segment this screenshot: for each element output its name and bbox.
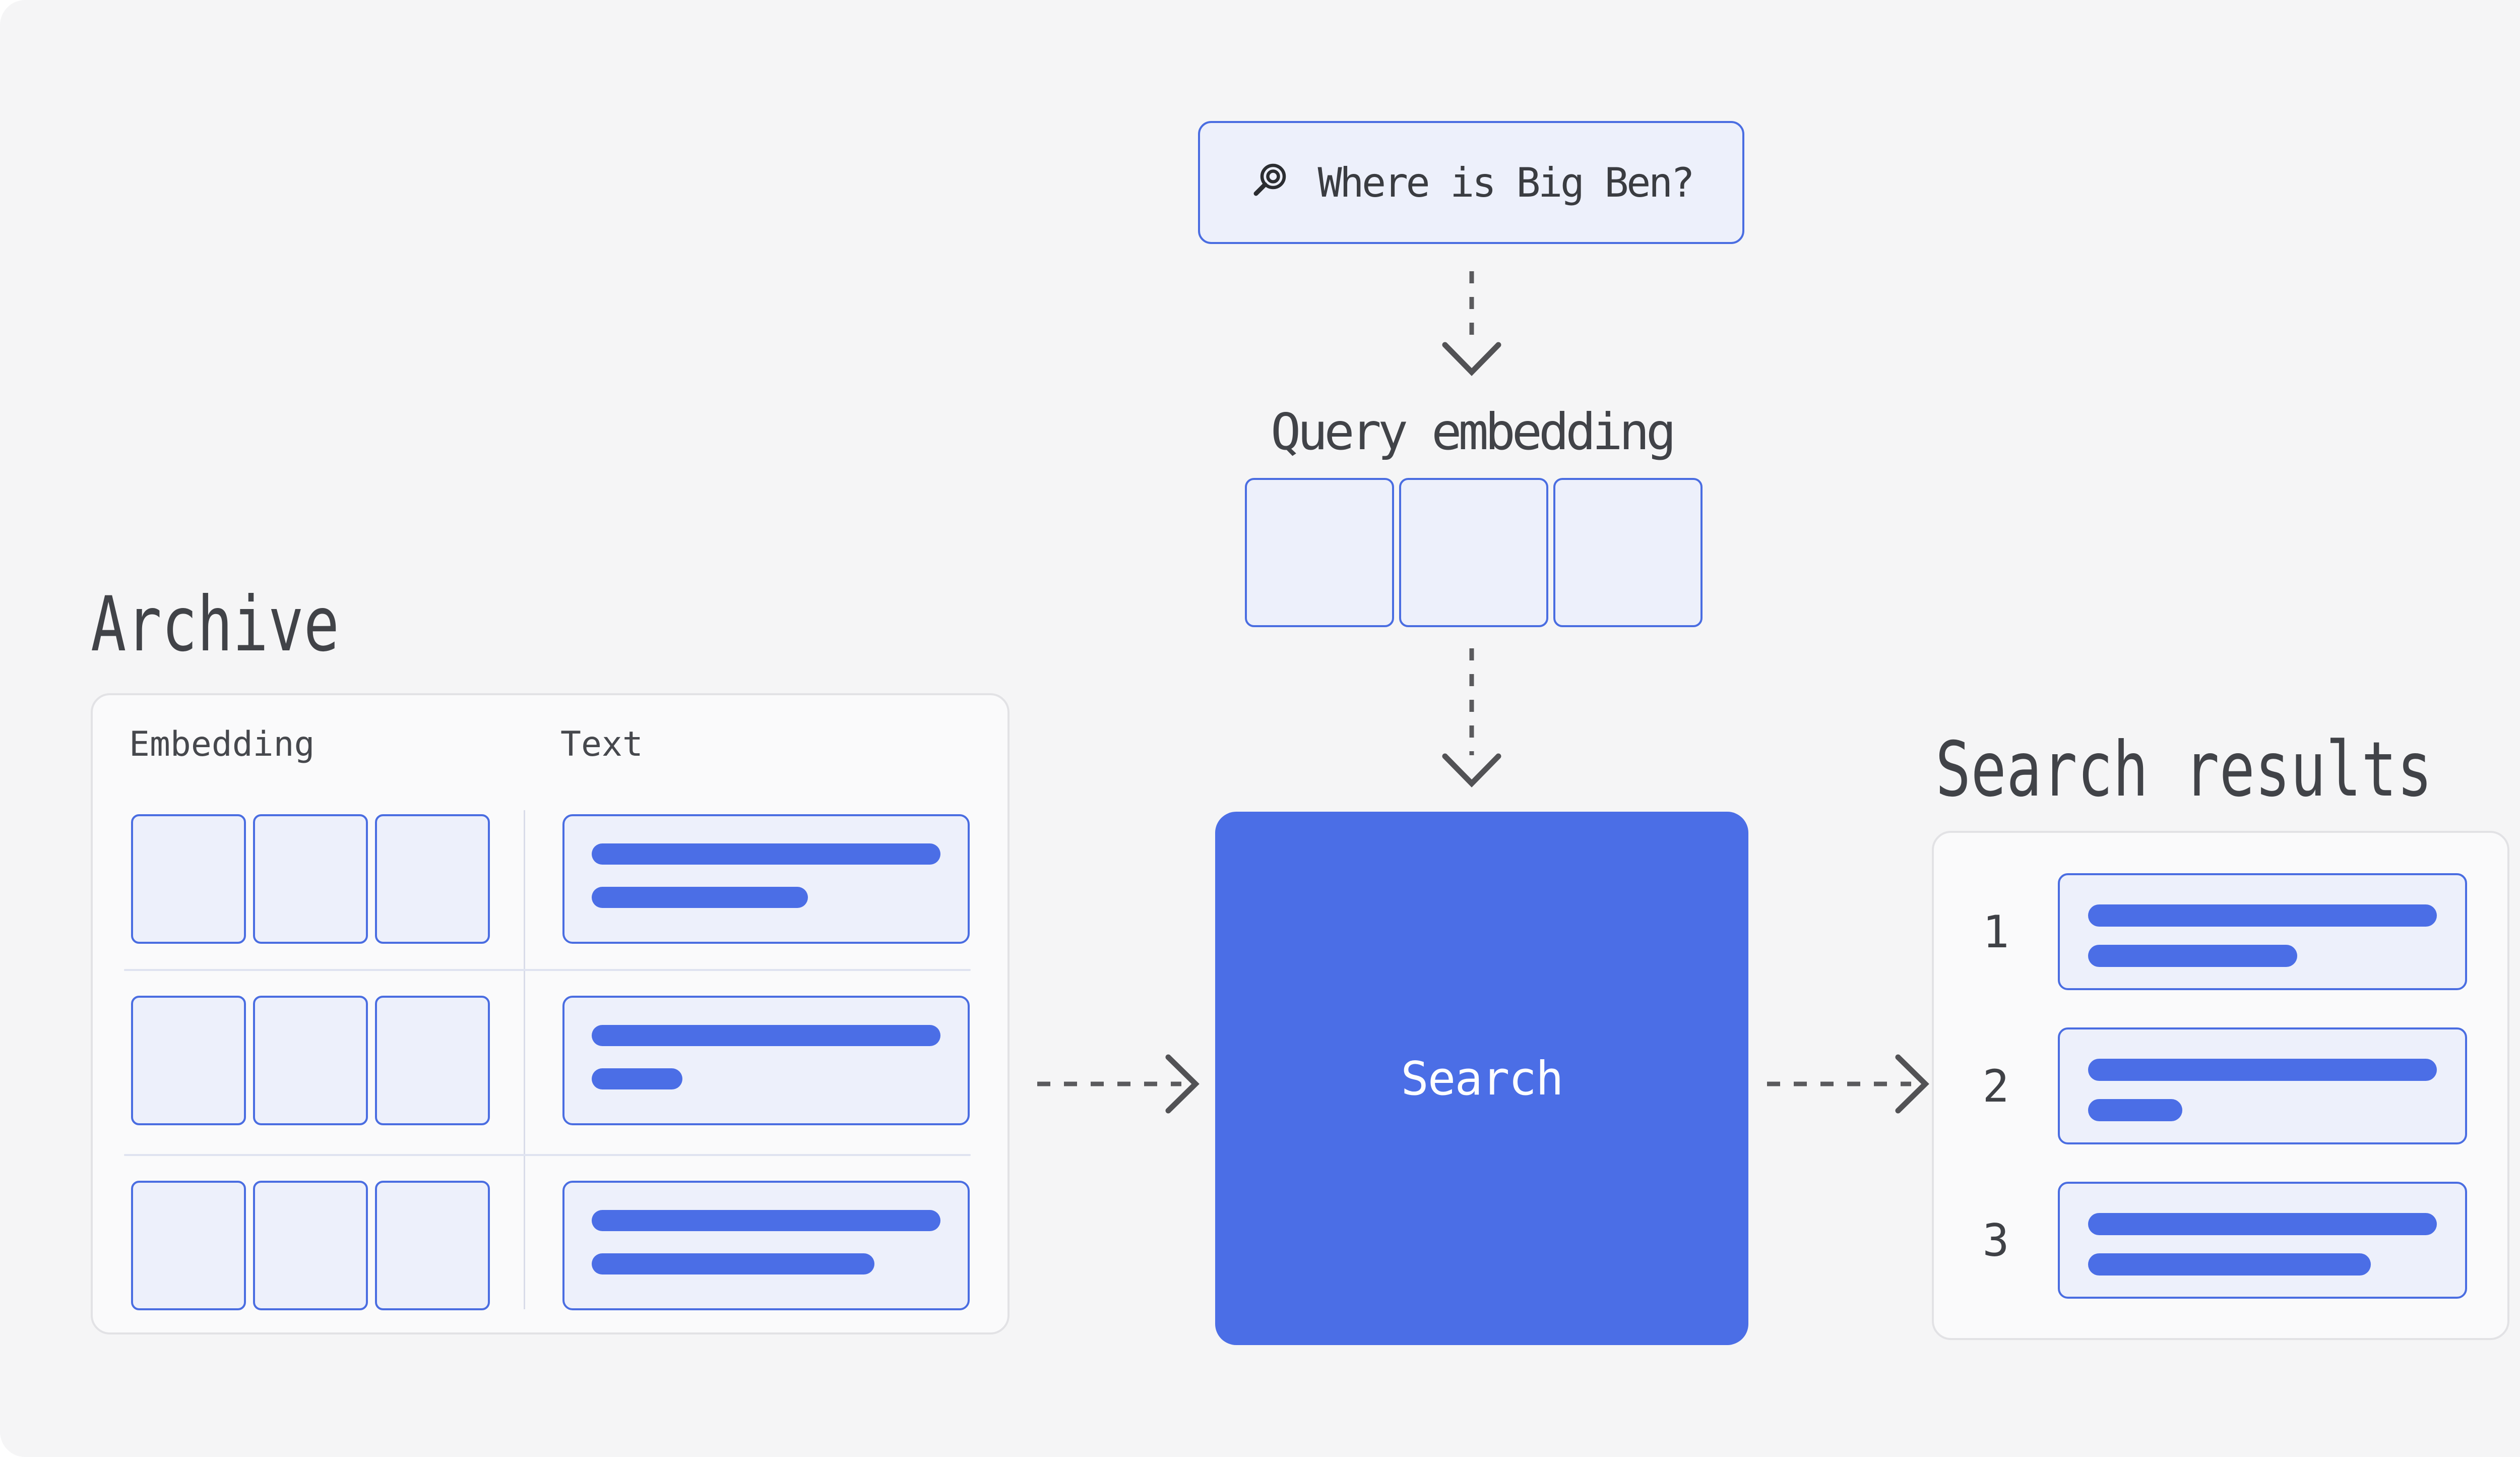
embedding-cell — [131, 814, 246, 944]
text-skeleton-bar — [592, 843, 940, 865]
search-node[interactable]: Search — [1215, 812, 1748, 1345]
result-rank: 3 — [1982, 1214, 2009, 1266]
result-text-card — [2058, 873, 2467, 990]
row-divider — [124, 969, 971, 971]
arrow-query-to-embedding — [1442, 271, 1501, 376]
magnifier-icon — [1253, 163, 1286, 196]
text-card — [562, 996, 970, 1125]
embedding-cell — [375, 1181, 490, 1310]
text-skeleton-bar — [592, 887, 808, 908]
search-node-label: Search — [1401, 1051, 1563, 1106]
archive-row — [93, 996, 1007, 1125]
archive-card: Embedding Text — [91, 693, 1010, 1334]
text-card — [562, 814, 970, 944]
archive-title: Archive — [91, 581, 340, 669]
embedding-cell — [253, 996, 368, 1125]
embedding-cells — [131, 814, 490, 944]
query-text: Where is Big Ben? — [1317, 159, 1695, 206]
embedding-cell — [1399, 478, 1548, 627]
text-skeleton-bar — [2088, 1213, 2437, 1235]
text-skeleton-bar — [592, 1253, 874, 1274]
row-divider — [124, 1154, 971, 1156]
text-skeleton-bar — [592, 1068, 682, 1089]
text-skeleton-bar — [2088, 1059, 2437, 1081]
text-card — [562, 1181, 970, 1310]
result-item: 2 — [1934, 1027, 2507, 1144]
embedding-cell — [375, 814, 490, 944]
embedding-cell — [131, 996, 246, 1125]
result-text-card — [2058, 1027, 2467, 1144]
column-header-text: Text — [560, 724, 643, 764]
query-embedding-cells — [1245, 478, 1703, 627]
text-skeleton-bar — [592, 1210, 940, 1231]
arrow-search-to-results — [1767, 1054, 1929, 1114]
embedding-cells — [131, 1181, 490, 1310]
search-results-title: Search results — [1935, 726, 2433, 814]
archive-row — [93, 814, 1007, 944]
result-rank: 2 — [1982, 1060, 2009, 1112]
result-text-card — [2058, 1182, 2467, 1299]
text-skeleton-bar — [2088, 1099, 2182, 1121]
embedding-cell — [375, 996, 490, 1125]
text-skeleton-bar — [2088, 1253, 2371, 1276]
embedding-cell — [1553, 478, 1703, 627]
column-header-embedding: Embedding — [129, 724, 315, 764]
arrow-embedding-to-search — [1442, 648, 1501, 787]
archive-row — [93, 1181, 1007, 1310]
embedding-cell — [131, 1181, 246, 1310]
result-item: 1 — [1934, 873, 2507, 990]
embedding-cells — [131, 996, 490, 1125]
embedding-cell — [253, 814, 368, 944]
text-skeleton-bar — [592, 1025, 940, 1046]
embedding-cell — [1245, 478, 1394, 627]
arrow-archive-to-search — [1037, 1054, 1200, 1114]
result-rank: 1 — [1982, 905, 2009, 958]
embedding-cell — [253, 1181, 368, 1310]
search-query-box[interactable]: Where is Big Ben? — [1198, 121, 1744, 244]
text-skeleton-bar — [2088, 904, 2437, 927]
text-skeleton-bar — [2088, 945, 2298, 967]
search-results-card: 1 2 3 — [1932, 831, 2509, 1340]
result-item: 3 — [1934, 1182, 2507, 1299]
query-embedding-label: Query embedding — [1270, 402, 1676, 461]
column-divider — [524, 810, 525, 1309]
